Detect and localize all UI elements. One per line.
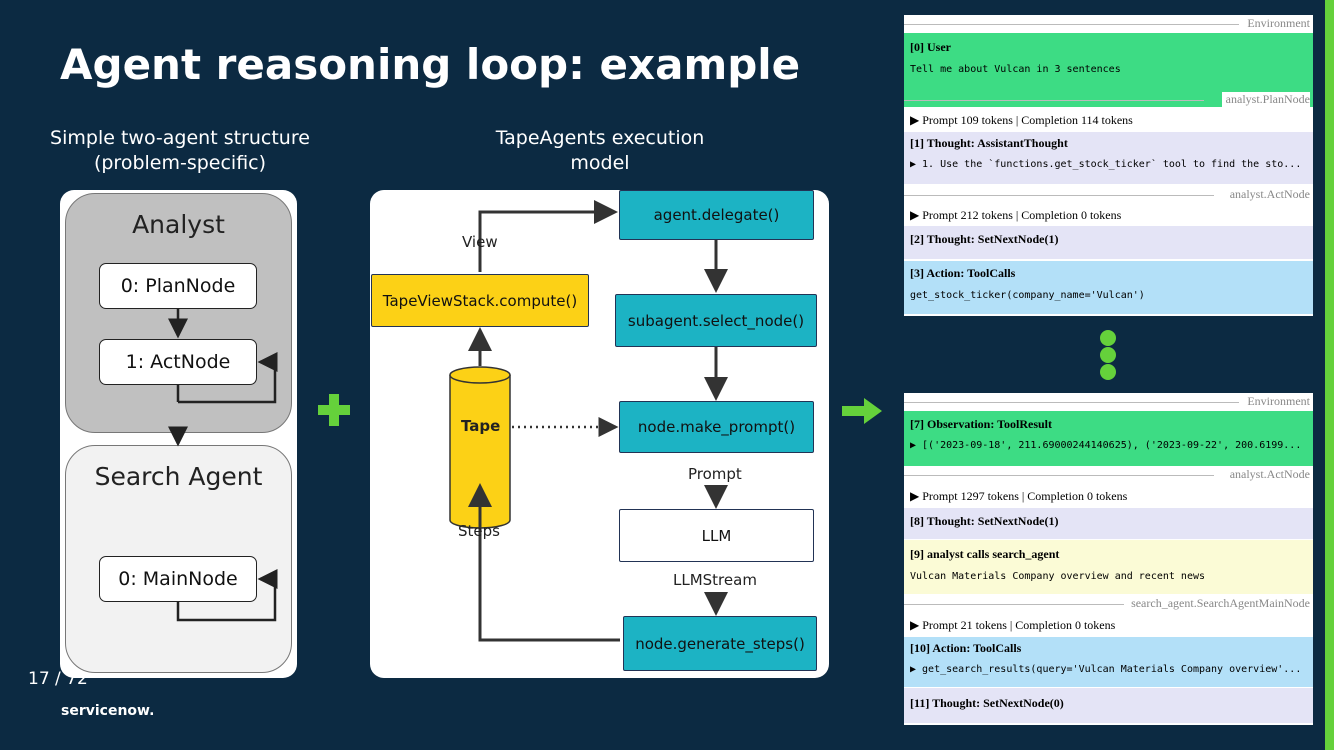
separator-actnode: analyst.ActNode: [904, 187, 1313, 203]
prompt-info-2[interactable]: ▶ Prompt 212 tokens | Completion 0 token…: [910, 208, 1122, 222]
view-label: View: [462, 233, 498, 251]
observation-header: [7] Observation: ToolResult: [910, 417, 1053, 431]
make-prompt-box: node.make_prompt(): [619, 401, 814, 453]
prompt-info-1[interactable]: ▶ Prompt 109 tokens | Completion 114 tok…: [910, 113, 1133, 127]
analyst-label: Analyst: [132, 210, 225, 239]
accent-bar: [1325, 0, 1334, 750]
thought-row-2: [2] Thought: SetNextNode(1): [904, 226, 1313, 259]
prompt-label: Prompt: [688, 465, 742, 483]
log-panel-bottom: Environment [7] Observation: ToolResult …: [904, 393, 1313, 725]
slide-title: Agent reasoning loop: example: [60, 40, 801, 89]
generate-steps-box: node.generate_steps(): [623, 616, 817, 671]
search-agent-label: Search Agent: [94, 462, 263, 491]
steps-label: Steps: [458, 522, 500, 540]
user-header: [0] User: [910, 40, 951, 54]
main-node: 0: MainNode: [99, 556, 257, 602]
act-node: 1: ActNode: [99, 339, 257, 385]
call-row-9: [9] analyst calls search_agent Vulcan Ma…: [904, 540, 1313, 594]
tape-label: Tape: [461, 417, 501, 435]
action-header-10: [10] Action: ToolCalls: [910, 641, 1022, 655]
plus-icon: [318, 394, 350, 426]
log-panel-top: Environment [0] User Tell me about Vulca…: [904, 15, 1313, 316]
vertical-ellipsis-icon: [1100, 330, 1116, 380]
thought-text-1[interactable]: ▶ 1. Use the `functions.get_stock_ticker…: [910, 159, 1302, 170]
thought-row-1: [1] Thought: AssistantThought ▶ 1. Use t…: [904, 132, 1313, 184]
call-header-9: [9] analyst calls search_agent: [910, 547, 1060, 561]
tape-view-compute-box: TapeViewStack.compute(): [371, 274, 589, 327]
page-number: 17 / 72: [28, 669, 88, 689]
thought-row-8: [8] Thought: SetNextNode(1): [904, 508, 1313, 539]
select-node-box: subagent.select_node(): [615, 294, 817, 347]
thought-header-8: [8] Thought: SetNextNode(1): [910, 514, 1059, 528]
thought-header-1: [1] Thought: AssistantThought: [910, 136, 1068, 150]
action-row-10: [10] Action: ToolCalls ▶ get_search_resu…: [904, 637, 1313, 687]
plan-node: 0: PlanNode: [99, 263, 257, 309]
user-text: Tell me about Vulcan in 3 sentences: [910, 64, 1121, 75]
separator-search: search_agent.SearchAgentMainNode: [904, 596, 1313, 612]
middle-subtitle: TapeAgents execution model: [495, 127, 705, 174]
separator-environment-2: Environment: [904, 394, 1313, 410]
action-text-3: get_stock_ticker(company_name='Vulcan'): [910, 290, 1145, 301]
servicenow-logo: servicenow.: [61, 703, 155, 719]
call-text-9: Vulcan Materials Company overview and re…: [910, 571, 1206, 582]
observation-text[interactable]: ▶ [('2023-09-18', 211.69000244140625), (…: [910, 440, 1302, 451]
separator-actnode-2: analyst.ActNode: [904, 467, 1313, 483]
agent-structure-panel: Analyst Search Agent 0: PlanNode 1: ActN…: [60, 190, 297, 678]
thought-header-11: [11] Thought: SetNextNode(0): [910, 696, 1064, 710]
separator-environment: Environment: [904, 16, 1313, 32]
execution-model-panel: agent.delegate() subagent.select_node() …: [370, 190, 829, 678]
llmstream-label: LLMStream: [673, 571, 757, 589]
thought-header-2: [2] Thought: SetNextNode(1): [910, 232, 1059, 246]
thought-row-11: [11] Thought: SetNextNode(0): [904, 688, 1313, 723]
action-header-3: [3] Action: ToolCalls: [910, 266, 1016, 280]
action-row-3: [3] Action: ToolCalls get_stock_ticker(c…: [904, 261, 1313, 314]
right-arrow-icon: [842, 398, 882, 424]
execution-arrows: [449, 200, 728, 642]
action-text-10[interactable]: ▶ get_search_results(query='Vulcan Mater…: [910, 664, 1302, 675]
separator-plannode: analyst.PlanNode: [904, 92, 1313, 108]
agent-delegate-box: agent.delegate(): [619, 190, 814, 240]
left-subtitle: Simple two-agent structure (problem-spec…: [50, 127, 310, 174]
prompt-info-3[interactable]: ▶ Prompt 1297 tokens | Completion 0 toke…: [910, 489, 1128, 503]
llm-box: LLM: [619, 509, 814, 562]
prompt-info-4[interactable]: ▶ Prompt 21 tokens | Completion 0 tokens: [910, 618, 1116, 632]
agent-structure-arrows: [168, 309, 297, 622]
observation-row: [7] Observation: ToolResult ▶ [('2023-09…: [904, 411, 1313, 466]
